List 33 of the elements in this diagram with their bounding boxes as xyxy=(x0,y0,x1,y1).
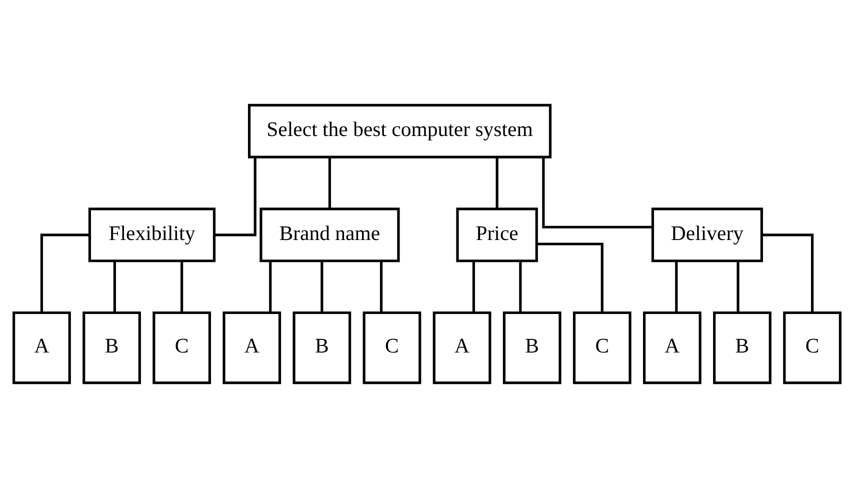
node-box: A xyxy=(222,311,282,384)
node-box: Delivery xyxy=(651,208,763,262)
connector xyxy=(472,261,475,312)
node-box: C xyxy=(152,311,211,384)
connector xyxy=(180,261,184,312)
node-box: Flexibility xyxy=(88,208,216,262)
connector xyxy=(519,261,522,312)
node-box: Select the best computer system xyxy=(248,104,552,158)
node-box: B xyxy=(713,311,772,384)
node-box: C xyxy=(783,311,842,384)
node-box: B xyxy=(82,311,141,384)
node-box: A xyxy=(432,311,492,384)
node-box: C xyxy=(572,311,632,384)
connector xyxy=(328,157,331,209)
node-box: Price xyxy=(456,208,538,262)
connector xyxy=(762,234,814,313)
connector xyxy=(269,261,272,312)
connector xyxy=(675,261,678,312)
connector xyxy=(320,261,324,312)
connector xyxy=(380,261,383,312)
connector xyxy=(113,261,116,312)
node-box: C xyxy=(362,311,422,384)
node-box: A xyxy=(643,311,702,384)
node-box: A xyxy=(12,311,71,384)
connector xyxy=(40,234,90,313)
connector xyxy=(496,157,498,209)
node-box: Brand name xyxy=(260,208,400,262)
connector xyxy=(536,242,604,313)
node-box: B xyxy=(502,311,562,384)
connector xyxy=(542,157,653,228)
connector xyxy=(736,261,740,312)
node-box: B xyxy=(292,311,352,384)
connector xyxy=(214,157,256,236)
